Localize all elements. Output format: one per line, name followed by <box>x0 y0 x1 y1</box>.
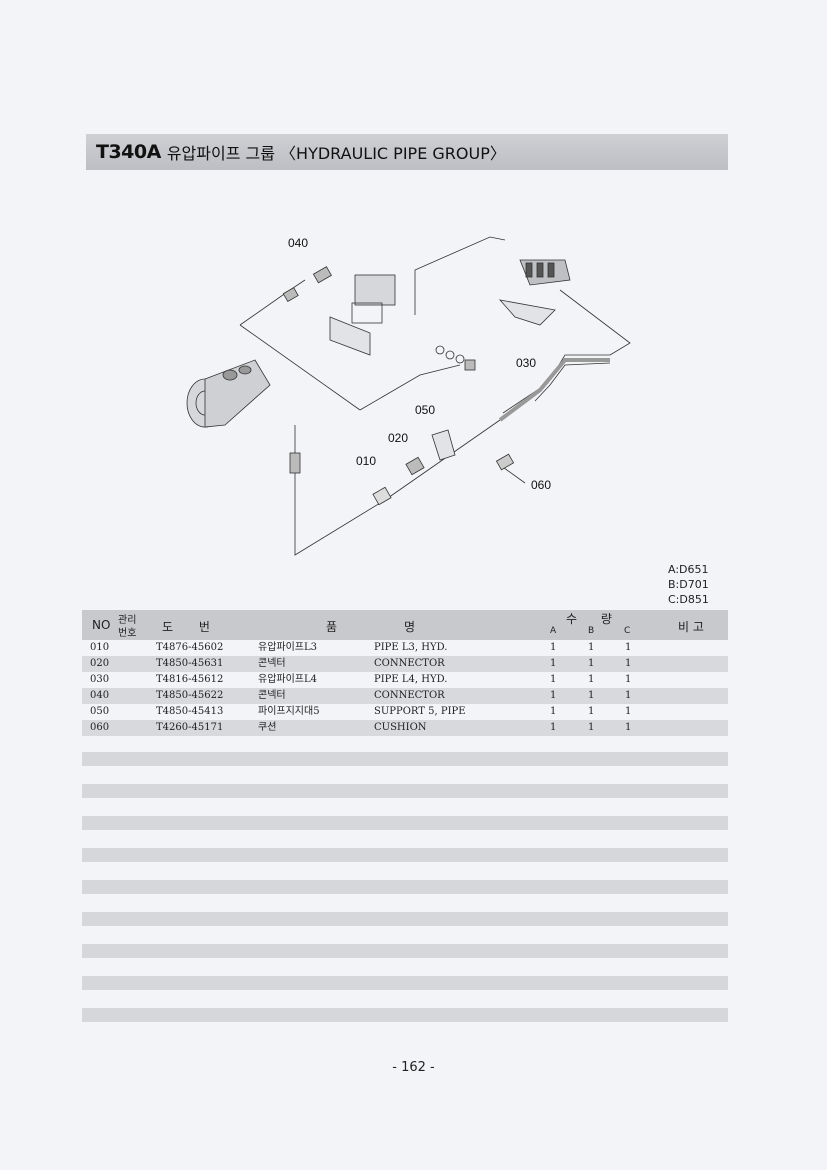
row-name-en: PIPE L4, HYD. <box>374 674 448 685</box>
row-name-en: PIPE L3, HYD. <box>374 642 448 653</box>
empty-table-row <box>82 816 728 830</box>
row-qty-c: 1 <box>625 722 632 733</box>
row-part-number: T4850-45631 <box>156 658 224 669</box>
header-qty-b: B <box>588 626 595 636</box>
callout-040: 040 <box>288 236 308 250</box>
section-title: 유압파이프 그룹 〈HYDRAULIC PIPE GROUP〉 <box>166 144 506 163</box>
exploded-parts-diagram: 040 030 050 020 010 060 <box>186 236 631 556</box>
row-name-en: SUPPORT 5, PIPE <box>374 706 466 717</box>
row-qty-a: 1 <box>550 658 557 669</box>
row-name-kr: 콘넥터 <box>258 658 286 669</box>
row-qty-c: 1 <box>625 706 632 717</box>
row-name-kr: 콘넥터 <box>258 690 286 701</box>
row-part-number: T4260-45171 <box>156 722 224 733</box>
header-remarks: 비 고 <box>678 620 704 634</box>
row-name-en: CONNECTOR <box>374 690 445 701</box>
callout-050: 050 <box>415 403 435 417</box>
page-number: - 162 - <box>392 1060 435 1075</box>
parts-table-body: 010 T4876-45602 유압파이프L3 PIPE L3, HYD. 1 … <box>82 640 728 736</box>
row-qty-a: 1 <box>550 706 557 717</box>
header-mgmt-top: 관리 <box>118 615 137 626</box>
row-qty-b: 1 <box>588 690 595 701</box>
section-code: T340A <box>96 141 161 163</box>
section-title-bar: T340A 유압파이프 그룹 〈HYDRAULIC PIPE GROUP〉 <box>86 134 728 170</box>
row-part-number: T4876-45602 <box>156 642 224 653</box>
row-qty-b: 1 <box>588 674 595 685</box>
callout-030: 030 <box>516 356 536 370</box>
row-qty-a: 1 <box>550 722 557 733</box>
row-qty-a: 1 <box>550 642 557 653</box>
empty-table-row <box>82 1008 728 1022</box>
header-qty-c: C <box>624 626 631 636</box>
row-name-kr: 파이프지지대5 <box>258 706 320 717</box>
table-row: 020 T4850-45631 콘넥터 CONNECTOR 1 1 1 <box>82 656 728 672</box>
header-no: NO <box>92 618 111 632</box>
empty-table-row <box>82 752 728 766</box>
row-name-en: CUSHION <box>374 722 427 733</box>
empty-table-row <box>82 784 728 798</box>
model-b: B:D701 <box>668 578 709 591</box>
row-qty-b: 1 <box>588 722 595 733</box>
model-a: A:D651 <box>668 563 709 576</box>
leader-line <box>239 324 361 411</box>
row-no: 030 <box>90 674 110 685</box>
parts-table-header: NO 관리 번호 도 번 품 명 수 량 A B C 비 고 <box>82 610 728 640</box>
row-part-number: T4850-45622 <box>156 690 224 701</box>
row-name-en: CONNECTOR <box>374 658 445 669</box>
model-c: C:D851 <box>668 593 709 606</box>
row-qty-b: 1 <box>588 642 595 653</box>
header-qty-a: A <box>550 626 557 636</box>
header-name-left: 품 <box>326 620 338 634</box>
header-mgmt-bottom: 번호 <box>118 628 137 639</box>
row-qty-c: 1 <box>625 658 632 669</box>
empty-table-row <box>82 912 728 926</box>
callout-060: 060 <box>531 478 551 492</box>
row-no: 050 <box>90 706 110 717</box>
row-part-number: T4816-45612 <box>156 674 224 685</box>
row-qty-c: 1 <box>625 690 632 701</box>
header-drawing-no: 도 번 <box>162 620 210 634</box>
empty-table-row <box>82 880 728 894</box>
callout-010: 010 <box>356 454 376 468</box>
row-no: 040 <box>90 690 110 701</box>
callout-020: 020 <box>388 431 408 445</box>
empty-table-row <box>82 848 728 862</box>
row-qty-a: 1 <box>550 690 557 701</box>
header-qty: 수 량 <box>566 612 612 626</box>
table-row: 050 T4850-45413 파이프지지대5 SUPPORT 5, PIPE … <box>82 704 728 720</box>
row-qty-b: 1 <box>588 706 595 717</box>
table-row: 040 T4850-45622 콘넥터 CONNECTOR 1 1 1 <box>82 688 728 704</box>
row-qty-c: 1 <box>625 642 632 653</box>
row-qty-c: 1 <box>625 674 632 685</box>
header-name-right: 명 <box>404 620 416 634</box>
empty-table-row <box>82 944 728 958</box>
model-applicability-list: A:D651 B:D701 C:D851 <box>668 562 709 607</box>
row-name-kr: 쿠션 <box>258 722 277 733</box>
row-no: 020 <box>90 658 110 669</box>
row-name-kr: 유압파이프L3 <box>258 642 318 653</box>
row-name-kr: 유압파이프L4 <box>258 674 318 685</box>
table-row: 010 T4876-45602 유압파이프L3 PIPE L3, HYD. 1 … <box>82 640 728 656</box>
empty-table-row <box>82 976 728 990</box>
row-no: 060 <box>90 722 110 733</box>
row-part-number: T4850-45413 <box>156 706 224 717</box>
row-no: 010 <box>90 642 110 653</box>
leader-line <box>239 279 306 326</box>
table-row: 060 T4260-45171 쿠션 CUSHION 1 1 1 <box>82 720 728 736</box>
table-row: 030 T4816-45612 유압파이프L4 PIPE L4, HYD. 1 … <box>82 672 728 688</box>
row-qty-a: 1 <box>550 674 557 685</box>
row-qty-b: 1 <box>588 658 595 669</box>
